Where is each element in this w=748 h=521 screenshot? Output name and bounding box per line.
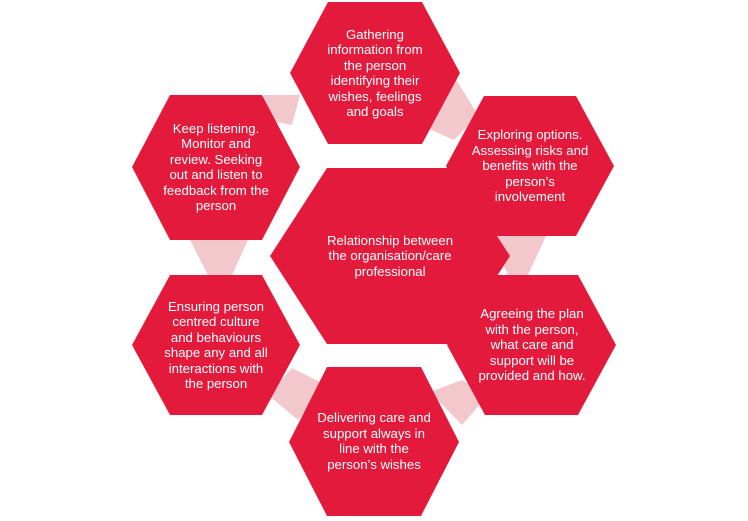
- hexagon-step-4: [289, 367, 459, 516]
- connector-bottom-to-lower-left: [268, 368, 326, 420]
- hexagon-step-6: [132, 95, 300, 240]
- connector-top-to-upper-right: [420, 73, 478, 140]
- hexagon-step-1: [290, 2, 460, 144]
- hexagon-step-2: [446, 96, 614, 236]
- hexagon-step-5: [132, 275, 300, 415]
- hexagon-step-3: [447, 275, 616, 415]
- hexagon-center: [270, 168, 510, 344]
- connector-lower-left-to-upper-left: [190, 240, 248, 275]
